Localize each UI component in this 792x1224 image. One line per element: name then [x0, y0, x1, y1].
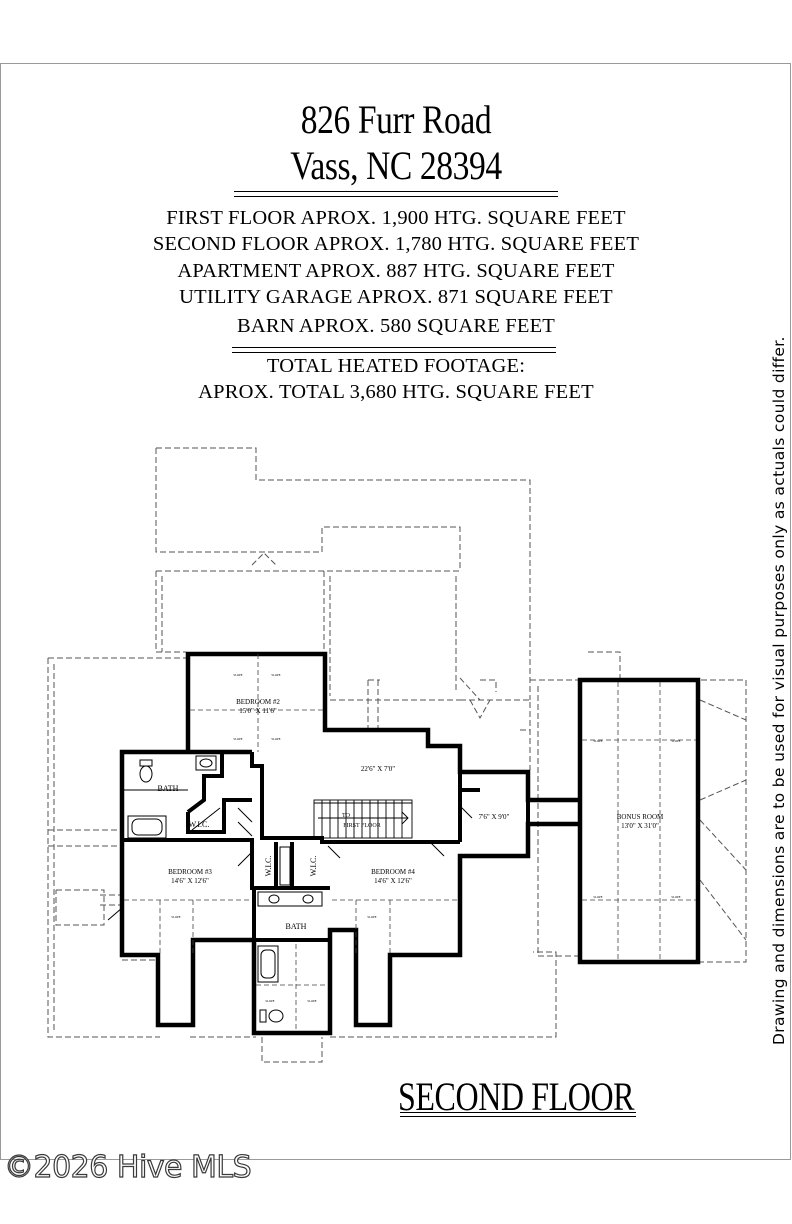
slope-label: SLOPE [593, 739, 602, 743]
bath-2-label: BATH [286, 922, 307, 931]
address-line-2: Vass, NC 28394 [290, 143, 502, 188]
footage-divider [232, 347, 556, 353]
slope-label: SLOPE [271, 673, 280, 677]
wic-1-label: W.I.C. [189, 820, 210, 829]
wic-2-label: W.I.C. [264, 856, 273, 877]
stairs-to: TO [342, 813, 351, 819]
bedroom-4-dims: 14'6" X 12'6" [374, 877, 412, 885]
bedroom-3-dims: 14'6" X 12'6" [171, 877, 209, 885]
title-divider [234, 191, 558, 197]
bath-1-label: BATH [158, 784, 179, 793]
bedroom-2-dims: 15'0" X 11'6" [239, 707, 277, 715]
stairs [313, 799, 413, 839]
slope-lines [124, 654, 696, 1030]
apartment-footage: APARTMENT APROX. 887 HTG. SQUARE FEET [177, 260, 615, 282]
interior-walls [122, 752, 530, 942]
bedroom-3-name: BEDROOM #3 [168, 868, 212, 876]
address-line-1: 826 Furr Road [300, 97, 492, 142]
slope-label: SLOPE [367, 915, 376, 919]
slope-label: SLOPE [171, 915, 180, 919]
floor-label-underline [400, 1112, 636, 1117]
hall-dims: 22'6" X 7'0" [361, 765, 395, 773]
wic-3-label: W.I.C. [309, 856, 318, 877]
total-footage-value: APROX. TOTAL 3,680 HTG. SQUARE FEET [198, 381, 594, 403]
bedroom-4-name: BEDROOM #4 [371, 868, 415, 876]
slope-label: SLOPE [307, 999, 316, 1003]
stairs-destination: FIRST FLOOR [343, 823, 380, 829]
slope-label: SLOPE [671, 895, 680, 899]
lower-level-outline [47, 447, 747, 1063]
floor-label: SECOND FLOOR [398, 1074, 635, 1119]
mls-watermark: ©2026 Hive MLS [3, 1149, 252, 1185]
slope-label: SLOPE [593, 895, 602, 899]
room-labels: BEDROOM #2 15'0" X 11'6" 22'6" X 7'0" TO… [158, 698, 664, 931]
page-border [0, 63, 791, 1160]
total-footage-heading: TOTAL HEATED FOOTAGE: [266, 355, 526, 377]
slope-label: SLOPE [671, 739, 680, 743]
slope-labels: SLOPE SLOPE SLOPE SLOPE SLOPE SLOPE SLOP… [171, 673, 680, 1003]
bonus-room-dims: 13'0" X 31'0" [621, 822, 659, 830]
slope-label: SLOPE [233, 673, 242, 677]
landing-dims: 7'6" X 9'0" [479, 813, 510, 821]
slope-label: SLOPE [271, 737, 280, 741]
second-floor-footage: SECOND FLOOR APROX. 1,780 HTG. SQUARE FE… [152, 233, 640, 255]
slope-label: SLOPE [233, 737, 242, 741]
bonus-room-name: BONUS ROOM [617, 813, 664, 821]
bedroom-2-name: BEDROOM #2 [236, 698, 280, 706]
utility-garage-footage: UTILITY GARAGE APROX. 871 SQUARE FEET [179, 286, 613, 308]
fixtures [107, 679, 640, 1023]
first-floor-footage: FIRST FLOOR APROX. 1,900 HTG. SQUARE FEE… [166, 207, 626, 229]
slope-label: SLOPE [265, 999, 274, 1003]
barn-footage: BARN APROX. 580 SQUARE FEET [236, 315, 556, 337]
